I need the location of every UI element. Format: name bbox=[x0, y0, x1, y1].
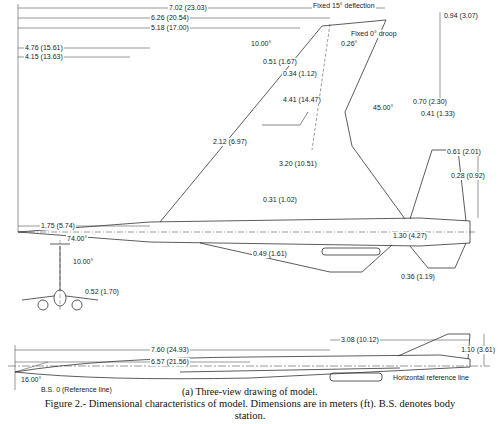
dimension-label: 5.18 (17.00) bbox=[150, 24, 190, 32]
dimension-label: 1.10 (3.61) bbox=[460, 346, 496, 354]
dimension-label: 74.00° bbox=[66, 235, 88, 243]
dimension-label: 0.51 (1.67) bbox=[262, 58, 298, 66]
dimension-label: 2.12 (6.97) bbox=[212, 138, 248, 146]
dimension-label: 0.26° bbox=[340, 40, 358, 48]
dimension-label: 1.75 (5.74) bbox=[40, 222, 76, 230]
dimension-label: 0.52 (1.70) bbox=[84, 288, 120, 296]
dimension-label: 0.94 (3.07) bbox=[443, 12, 479, 20]
dimension-label: 3.08 (10.12) bbox=[340, 336, 380, 344]
dimension-label: 6.57 (21.56) bbox=[150, 358, 190, 366]
dimension-label: 4.41 (14.47) bbox=[282, 96, 322, 104]
dimension-label: 1.30 (4.27) bbox=[392, 232, 428, 240]
figure-caption: Figure 2.- Dimensional characteristics o… bbox=[40, 398, 460, 422]
dimension-label: 0.70 (2.30) bbox=[412, 98, 448, 106]
dimension-label: 4.76 (15.61) bbox=[24, 44, 64, 52]
dimension-label: 10.00° bbox=[72, 258, 94, 266]
dimension-label: 6.26 (20.54) bbox=[150, 14, 190, 22]
dimension-label: Horizontal reference line bbox=[392, 374, 470, 382]
dimension-label: 0.34 (1.12) bbox=[282, 70, 318, 78]
dimension-label: Fixed 0° droop bbox=[350, 30, 398, 38]
dimension-label: B.S. 0 (Reference line) bbox=[40, 386, 113, 394]
subfigure-title: (a) Three-view drawing of model. bbox=[182, 386, 318, 397]
dimension-label: 7.02 (23.03) bbox=[168, 4, 208, 12]
dimension-label: 0.28 (0.92) bbox=[450, 172, 486, 180]
dimension-label: 0.36 (1.19) bbox=[400, 273, 436, 281]
dimension-label: 4.15 (13.63) bbox=[24, 53, 64, 61]
dimension-label: 0.61 (2.01) bbox=[446, 148, 482, 156]
dimension-label: 0.41 (1.33) bbox=[420, 110, 456, 118]
dimension-label: 16.00° bbox=[20, 376, 42, 384]
dimension-label: Fixed 15° deflection bbox=[312, 2, 376, 10]
dimension-label: 3.20 (10.51) bbox=[278, 160, 318, 168]
dimension-label: 0.31 (1.02) bbox=[262, 196, 298, 204]
dimension-label: 7.60 (24.93) bbox=[150, 346, 190, 354]
dimension-label: 0.49 (1.61) bbox=[252, 250, 288, 258]
dimension-label: 10.00° bbox=[250, 40, 272, 48]
dimension-label: 45.00° bbox=[372, 104, 394, 112]
